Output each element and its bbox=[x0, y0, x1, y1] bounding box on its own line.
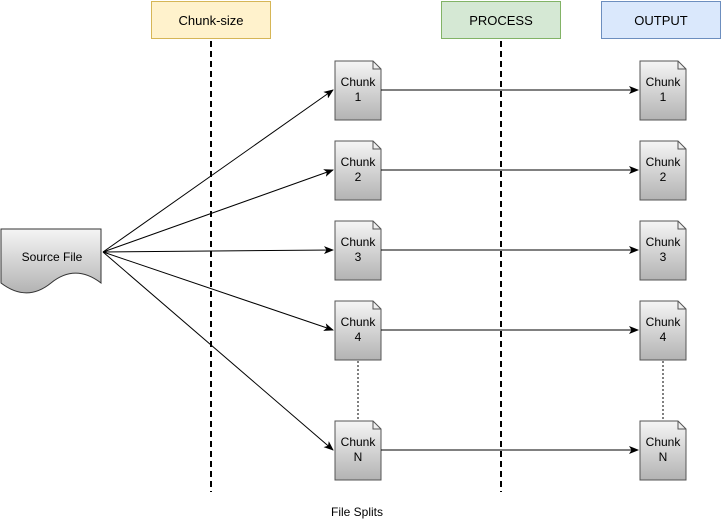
split-arrow-n bbox=[102, 251, 334, 451]
output-doc-4-fold bbox=[677, 301, 686, 310]
chunk-doc-n bbox=[334, 420, 382, 481]
chunk-doc-4 bbox=[334, 300, 382, 361]
diagram-caption: File Splits bbox=[330, 505, 383, 519]
output-doc-4 bbox=[639, 300, 687, 361]
output-doc-n bbox=[639, 420, 687, 481]
chunk-doc-n-fold bbox=[372, 421, 381, 430]
output-doc-n-fold bbox=[677, 421, 686, 430]
chunk-doc-3 bbox=[334, 220, 382, 281]
chunk-doc-2-fold bbox=[372, 141, 381, 150]
output-doc-3 bbox=[639, 220, 687, 281]
split-arrow-1 bbox=[102, 89, 334, 253]
chunk-label-n: Chunk N bbox=[340, 435, 376, 464]
lane-header-chunk-size: Chunk-size bbox=[151, 1, 271, 39]
output-label-1: Chunk 1 bbox=[645, 75, 681, 104]
chunk-doc-4-fold bbox=[372, 301, 381, 310]
lane-header-process: PROCESS bbox=[441, 1, 561, 39]
source-file-label: Source File bbox=[21, 250, 83, 264]
chunk-label-4: Chunk 4 bbox=[340, 315, 376, 344]
source-file-shape bbox=[0, 228, 102, 294]
output-doc-2-fold bbox=[677, 141, 686, 150]
chunk-label-3: Chunk 3 bbox=[340, 235, 376, 264]
output-label-n: Chunk N bbox=[645, 435, 681, 464]
chunk-doc-3-fold bbox=[372, 221, 381, 230]
split-arrow-4 bbox=[102, 251, 334, 331]
output-doc-1-fold bbox=[677, 61, 686, 70]
split-arrow-3 bbox=[102, 246, 334, 255]
output-doc-3-fold bbox=[677, 221, 686, 230]
output-label-3: Chunk 3 bbox=[645, 235, 681, 264]
chunk-doc-1 bbox=[334, 60, 382, 121]
output-doc-1 bbox=[639, 60, 687, 121]
output-doc-2 bbox=[639, 140, 687, 201]
output-label-4: Chunk 4 bbox=[645, 315, 681, 344]
chunk-label-2: Chunk 2 bbox=[340, 155, 376, 184]
lane-header-output: OUTPUT bbox=[601, 1, 721, 39]
output-label-2: Chunk 2 bbox=[645, 155, 681, 184]
chunk-doc-2 bbox=[334, 140, 382, 201]
split-arrow-2 bbox=[102, 169, 334, 253]
chunk-doc-1-fold bbox=[372, 61, 381, 70]
chunk-label-1: Chunk 1 bbox=[340, 75, 376, 104]
